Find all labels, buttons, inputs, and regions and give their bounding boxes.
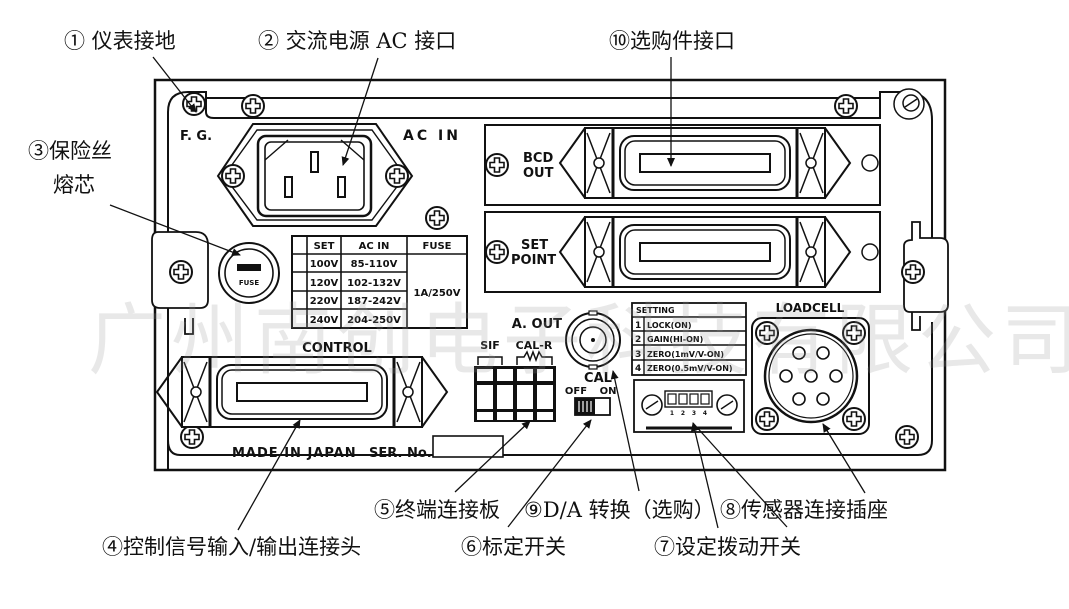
set-point-module: SET POINT xyxy=(484,211,881,293)
leader-9 xyxy=(610,370,640,492)
screw-icon xyxy=(901,260,925,284)
a-out-bnc-connector xyxy=(565,310,621,370)
table-cell: 100V xyxy=(310,259,339,270)
loadcell-label: LOADCELL xyxy=(776,301,845,315)
cal-r-label: CAL-R xyxy=(516,339,553,352)
loadcell-connector xyxy=(751,317,870,435)
terminal-block: SIF CAL-R xyxy=(474,339,556,422)
screw-icon xyxy=(834,94,858,118)
made-in-label: MADE IN JAPAN xyxy=(232,446,357,461)
fuse-rating: 1A/250V xyxy=(414,288,461,299)
table-cell: 85-110V xyxy=(351,259,398,270)
dip-num: 2 xyxy=(635,335,641,345)
callout-leaders xyxy=(109,56,866,531)
fuse-holder: FUSE xyxy=(218,242,280,304)
screw-icon xyxy=(485,153,509,177)
table-cell: 187-242V xyxy=(347,296,401,307)
fg-screw-icon xyxy=(182,92,206,116)
control-label: CONTROL xyxy=(302,341,372,356)
screw-icon xyxy=(241,94,265,118)
screw-icon xyxy=(180,425,204,449)
table-header-ac-in: AC IN xyxy=(359,241,390,252)
callout-10-option-port: ⑩选购件接口 xyxy=(609,29,735,53)
leader-3 xyxy=(109,204,241,256)
table-cell: 240V xyxy=(310,315,339,326)
dip-pos-number: 4 xyxy=(703,410,707,417)
dip-desc: GAIN(HI-ON) xyxy=(647,335,703,344)
screw-icon xyxy=(169,260,193,284)
leader-7b xyxy=(692,422,788,528)
leader-7 xyxy=(690,422,719,529)
cal-off-label: OFF xyxy=(565,386,587,397)
callout-1-ground: ① 仪表接地 xyxy=(64,29,176,53)
dip-desc: ZERO(1mV/V-ON) xyxy=(647,350,724,359)
bcd-out-module: BCD OUT xyxy=(484,124,881,206)
sif-label: SIF xyxy=(480,339,500,352)
dip-num: 3 xyxy=(635,350,641,360)
callout-6-cal-switch: ⑥标定开关 xyxy=(461,535,566,559)
callout-9-da-converter: ⑨D/A 转换（选购） xyxy=(524,498,715,522)
screw-icon xyxy=(385,164,409,188)
bcd-out-connector xyxy=(558,126,852,200)
bcd-out-label-2: OUT xyxy=(523,166,554,181)
cal-on-label: ON xyxy=(600,386,617,397)
callout-7-dip-switch: ⑦设定拨动开关 xyxy=(654,535,801,559)
table-cell: 220V xyxy=(310,296,339,307)
set-point-connector xyxy=(558,215,852,289)
fg-label: F. G. xyxy=(180,129,212,144)
callout-3-fuse-line2: 熔芯 xyxy=(53,173,95,197)
dip-desc: ZERO(0.5mV/V-ON) xyxy=(647,364,733,373)
ac-in-label: AC IN xyxy=(403,128,461,144)
dip-pos-number: 2 xyxy=(681,410,685,417)
dip-table-title: SETTING xyxy=(636,306,675,315)
dip-desc: LOCK(ON) xyxy=(647,321,692,330)
dip-num: 4 xyxy=(635,364,641,374)
ac-inlet xyxy=(216,123,414,227)
voltage-table: SET AC IN FUSE 100V 85-110V 120V 102-132… xyxy=(291,235,468,329)
control-connector xyxy=(155,355,449,429)
leader-8 xyxy=(822,423,866,494)
dip-pos-number: 3 xyxy=(692,410,696,417)
screw-icon xyxy=(842,407,866,431)
callout-5-terminal: ⑤终端连接板 xyxy=(374,498,500,522)
ser-no-label: SER. No. xyxy=(369,446,432,461)
leader-6 xyxy=(507,419,592,528)
screw-icon xyxy=(425,206,449,230)
screw-icon xyxy=(755,321,779,345)
leader-5 xyxy=(454,420,531,493)
screw-icon xyxy=(895,425,919,449)
serial-number-box xyxy=(432,435,504,458)
a-out-label: A. OUT xyxy=(512,317,562,332)
dip-setting-table: SETTING 1 LOCK(ON) 2 GAIN(HI-ON) 3 ZERO(… xyxy=(631,302,747,376)
screw-icon xyxy=(755,407,779,431)
leader-1 xyxy=(152,56,197,113)
screw-icon xyxy=(842,321,866,345)
set-point-label-2: POINT xyxy=(511,253,556,268)
fuse-glyph-label: FUSE xyxy=(239,279,260,287)
screw-icon xyxy=(485,240,509,264)
bcd-out-label-1: BCD xyxy=(523,151,553,166)
cal-label: CAL xyxy=(584,371,612,386)
screw-icon xyxy=(221,164,245,188)
dip-pos-number: 1 xyxy=(670,410,674,417)
table-header-set: SET xyxy=(314,241,335,252)
cal-slide-switch[interactable] xyxy=(574,397,611,416)
table-cell: 102-132V xyxy=(347,278,401,289)
table-cell: 204-250V xyxy=(347,315,401,326)
leader-4 xyxy=(237,419,301,531)
table-header-fuse: FUSE xyxy=(423,241,452,252)
callout-2-ac-inlet: ② 交流电源 AC 接口 xyxy=(258,29,457,53)
leader-2 xyxy=(341,57,379,166)
dip-switch[interactable]: 1 2 3 4 xyxy=(633,379,745,433)
dip-num: 1 xyxy=(635,321,641,331)
callout-8-loadcell: ⑧传感器连接插座 xyxy=(720,498,888,522)
set-point-label-1: SET xyxy=(521,238,548,253)
table-cell: 120V xyxy=(310,278,339,289)
callout-4-control: ④控制信号输入/输出连接头 xyxy=(102,535,362,559)
callout-3-fuse-line1: ③保险丝 xyxy=(28,139,112,163)
